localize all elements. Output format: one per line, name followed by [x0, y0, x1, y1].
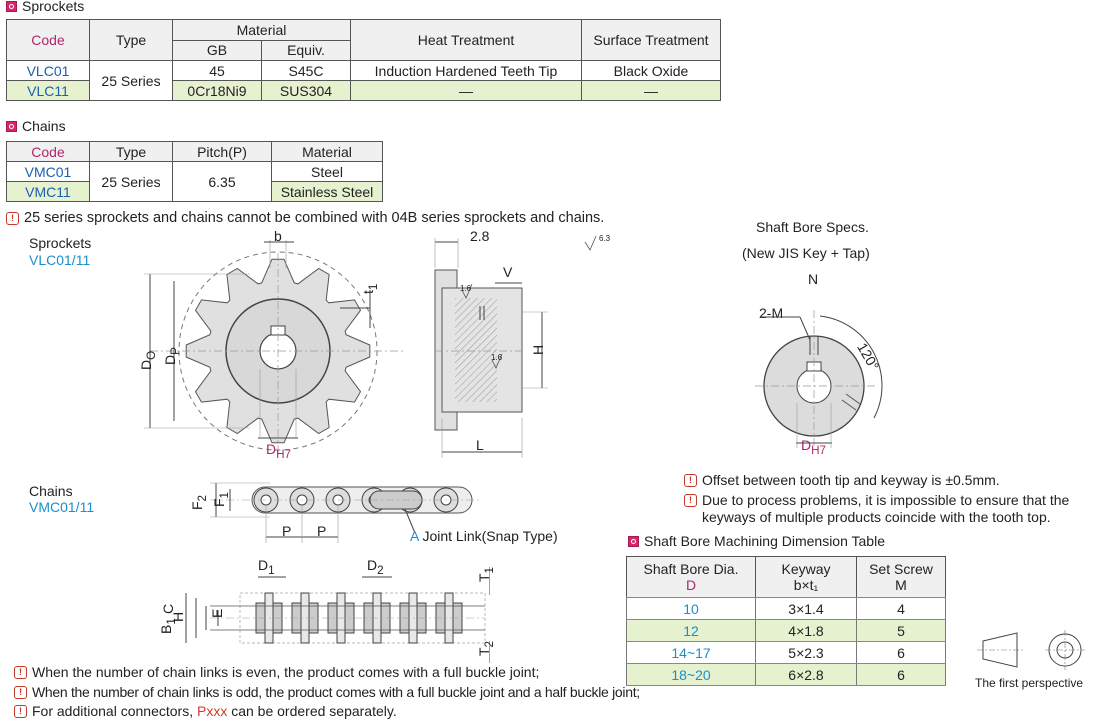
- roughness-label: 1.6: [460, 284, 472, 293]
- even-links-note: ! When the number of chain links is even…: [14, 664, 539, 681]
- shaft-bore-n: N: [808, 271, 819, 287]
- table-row: VLC11 0Cr18Ni9 SUS304 — —: [6, 80, 721, 101]
- warning-icon: !: [14, 705, 27, 718]
- roughness-icon: [461, 283, 473, 299]
- dim-label-l: L: [476, 437, 484, 453]
- header-material: Material: [271, 141, 383, 162]
- table-row: VLC01 25 Series 45 S45C Induction Harden…: [6, 60, 721, 101]
- dim-label-t2: T2: [476, 640, 496, 656]
- projection-label: The first perspective: [975, 676, 1084, 690]
- dim-label-p: P: [282, 523, 292, 539]
- part-number-link[interactable]: Pxxx: [196, 703, 228, 719]
- sprocket-drawing-code: VLC01/11: [29, 252, 91, 268]
- chain-drawing: [185, 482, 490, 663]
- shaft-bore-drawing: [755, 310, 883, 450]
- dim-label-d2: D2: [367, 557, 384, 577]
- shaft-bore-subtitle: (New JIS Key + Tap): [742, 245, 870, 261]
- section-bullet-icon: [6, 0, 17, 12]
- header-surface-treatment: Surface Treatment: [581, 19, 721, 61]
- warning-icon: !: [6, 212, 19, 225]
- header-type: Type: [89, 141, 173, 162]
- type-cell: 25 Series: [89, 60, 173, 101]
- dim-label-t1: T1: [476, 566, 496, 582]
- chains-section-title: Chains: [6, 118, 66, 134]
- dim-label-v: V: [503, 264, 513, 280]
- odd-links-note: ! When the number of chain links is odd,…: [14, 684, 640, 701]
- dim-label-h: H: [530, 344, 546, 355]
- combine-warning: ! 25 series sprockets and chains cannot …: [6, 210, 604, 227]
- offset-note: ! Offset between tooth tip and keyway is…: [684, 472, 1104, 489]
- connector-note: ! For additional connectors, Pxxx can be…: [14, 703, 397, 720]
- header-gb: GB: [172, 39, 262, 61]
- chains-table: Code Type Pitch(P) Material VMC01 25 Ser…: [6, 141, 383, 202]
- warning-icon: !: [684, 474, 697, 487]
- roughness-icon: [491, 353, 503, 369]
- roughness-icon: [584, 235, 597, 251]
- dim-label-e: E: [209, 608, 225, 618]
- sprocket-side-view: [434, 235, 597, 458]
- header-material: Material: [172, 19, 351, 41]
- chain-side-view: [185, 567, 490, 663]
- bore-dh7-label: DH7: [801, 437, 827, 457]
- dim-label-dh7: DH7: [266, 441, 292, 461]
- dim-label-d1: D1: [258, 557, 275, 577]
- roughness-label: 6.3: [599, 234, 611, 243]
- sprocket-drawing: [144, 235, 597, 458]
- dim-label-h: H: [170, 611, 186, 622]
- header-code: Code: [6, 19, 90, 61]
- joint-link-label: A Joint Link(Snap Type): [410, 528, 558, 544]
- header-heat-treatment: Heat Treatment: [350, 19, 582, 61]
- header-type: Type: [89, 19, 173, 61]
- dim-label-do: DO: [138, 350, 158, 370]
- dim-label-b: b: [274, 228, 282, 244]
- dim-label-dp: DP: [162, 347, 182, 365]
- header-code: Code: [6, 141, 90, 162]
- dim-label-f1: F1: [211, 491, 231, 507]
- shaft-bore-title: Shaft Bore Specs.: [756, 219, 869, 235]
- chain-drawing-title: Chains: [29, 483, 73, 499]
- bore-table-title: Shaft Bore Machining Dimension Table: [628, 533, 885, 549]
- header-pitch: Pitch(P): [172, 141, 272, 162]
- header-bore-dia: Shaft Bore Dia.D: [626, 556, 756, 598]
- chain-drawing-code: VMC01/11: [29, 499, 95, 515]
- table-row: VMC01 25 Series 6.35 Steel: [6, 161, 383, 202]
- warning-icon: !: [684, 494, 697, 507]
- code-cell: VLC01: [6, 60, 90, 81]
- code-cell: VLC11: [6, 80, 90, 101]
- sprocket-front-view: [144, 240, 405, 453]
- warning-icon: !: [14, 666, 27, 679]
- dim-label-t1: t1: [360, 283, 380, 294]
- code-cell: VMC01: [6, 161, 90, 182]
- chain-top-view: [210, 482, 480, 543]
- section-bullet-icon: [6, 120, 17, 132]
- keyway-note: ! Due to process problems, it is impossi…: [684, 492, 1104, 526]
- header-equiv: Equiv.: [261, 39, 351, 61]
- sprocket-drawing-title: Sprockets: [29, 235, 92, 251]
- dim-label-2-8: 2.8: [470, 228, 490, 244]
- table-row: VMC11 Stainless Steel: [6, 181, 383, 202]
- dim-label-f2: F2: [189, 494, 209, 510]
- section-bullet-icon: [628, 535, 639, 547]
- first-angle-projection-icon: [977, 630, 1085, 670]
- sprockets-table: Code Type Material Heat Treatment Surfac…: [6, 19, 721, 101]
- warning-icon: !: [14, 686, 27, 699]
- code-cell: VMC11: [6, 181, 90, 202]
- roughness-label: 1.6: [491, 353, 503, 362]
- dim-label-p: P: [317, 523, 327, 539]
- sprockets-section-title: Sprockets: [6, 0, 84, 14]
